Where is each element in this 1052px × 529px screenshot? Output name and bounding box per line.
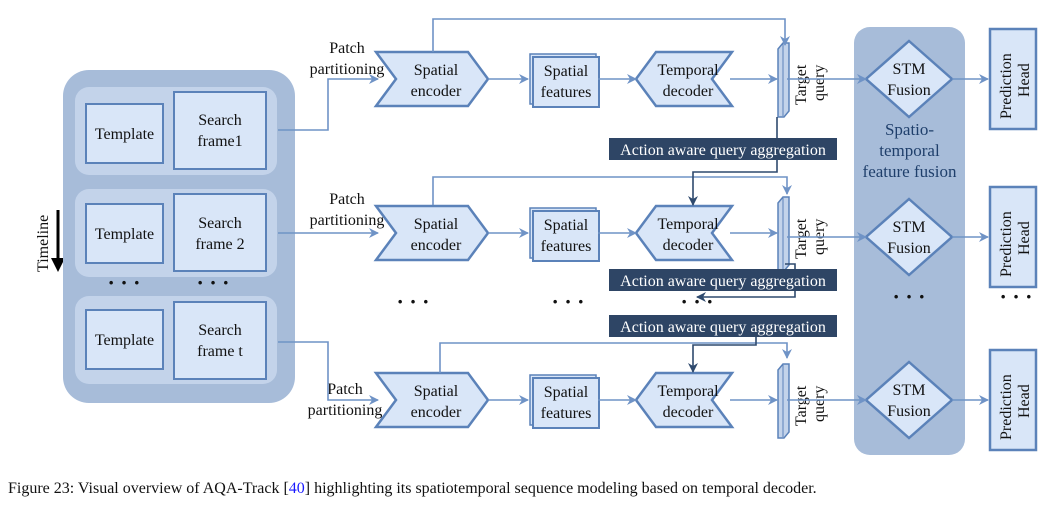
template-label-3: Template (95, 332, 154, 349)
search-frame-label-1b: frame1 (197, 133, 242, 150)
prediction-head-label-2b: Head (1016, 221, 1033, 255)
stm-fusion-label-2: STM (893, 219, 926, 236)
stm-fusion-label-1: STM (893, 61, 926, 78)
caption-suffix: ] highlighting its spatiotemporal sequen… (304, 480, 817, 497)
fusion-group-label-2: temporal (879, 141, 940, 160)
ellipsis-templates: · · · (107, 270, 140, 295)
spatial-encoder-3 (373, 371, 490, 429)
input-frames-panel: Template Search frame1 Template Search f… (63, 70, 295, 403)
template-box-1 (85, 103, 164, 164)
target-query-label-3b: query (811, 386, 828, 422)
ellipsis-encoder: · · · (396, 289, 429, 314)
aggregation-label-1: Action aware query aggregation (609, 138, 837, 160)
row-1-connectors (278, 18, 989, 131)
temporal-decoder-label-2: Temporal (657, 216, 719, 233)
spatial-encoder-label-3b: encoder (411, 404, 462, 421)
svg-text:Action aware query aggregation: Action aware query aggregation (620, 273, 826, 290)
target-query-label-2: Target (793, 218, 810, 259)
svg-text:Action aware query aggregation: Action aware query aggregation (620, 142, 826, 159)
prediction-head-label-1b: Head (1016, 63, 1033, 97)
ellipsis-search: · · · (196, 270, 229, 295)
search-frame-label-3b: frame t (197, 343, 243, 360)
timeline: Timeline (35, 210, 65, 272)
patch-partitioning-label-3: Patch (327, 381, 363, 398)
ellipsis-heads: · · · (999, 284, 1032, 309)
temporal-decoder-label-2b: decoder (663, 237, 714, 254)
ellipsis-fusion: · · · (892, 284, 925, 309)
timeline-label: Timeline (35, 215, 52, 272)
prediction-head-1 (988, 27, 1038, 131)
spatial-features-label-2: Spatial (544, 217, 589, 234)
spatial-encoder-label-3: Spatial (414, 383, 459, 400)
stm-fusion-label-3b: Fusion (887, 403, 931, 420)
spatial-encoder-label-2: Spatial (414, 216, 459, 233)
target-query-label-1: Target (793, 64, 810, 105)
ellipsis-decoder: · · · (680, 289, 713, 314)
target-query-label-3: Target (793, 385, 810, 426)
spatial-features-2 (532, 210, 600, 262)
spatial-encoder-label-2b: encoder (411, 237, 462, 254)
spatial-encoder-label-1b: encoder (411, 83, 462, 100)
search-frame-label-2a: Search (198, 215, 242, 232)
prediction-head-label-3b: Head (1016, 384, 1033, 418)
stm-fusion-1 (864, 39, 954, 119)
spatial-features-label-3b: features (541, 405, 592, 422)
spatial-features-label-3: Spatial (544, 384, 589, 401)
aggregation-label-2: Action aware query aggregation (609, 269, 837, 291)
search-frame-label-1a: Search (198, 112, 242, 129)
target-query-label-1b: query (811, 65, 828, 101)
patch-partitioning-label-3b: partitioning (308, 402, 383, 419)
spatial-encoder-1 (373, 50, 490, 108)
spatial-encoder-2 (373, 204, 490, 262)
stm-fusion-label-1b: Fusion (887, 82, 931, 99)
svg-text:Action aware query aggregation: Action aware query aggregation (620, 319, 826, 336)
template-box-3 (85, 309, 164, 370)
template-label-2: Template (95, 226, 154, 243)
prediction-head-3 (988, 348, 1038, 452)
patch-partitioning-label-2b: partitioning (310, 212, 385, 229)
patch-partitioning-label-2: Patch (329, 191, 365, 208)
search-frame-label-2b: frame 2 (195, 236, 244, 253)
spatial-features-label-1: Spatial (544, 63, 589, 80)
temporal-decoder-label-3b: decoder (663, 404, 714, 421)
row-2-connectors (278, 176, 989, 242)
temporal-decoder-label-1: Temporal (657, 62, 719, 79)
patch-partitioning-label-1: Patch (329, 40, 365, 57)
spatial-features-3 (532, 377, 600, 429)
search-frame-box-3 (173, 301, 267, 380)
aggregation-label-3: Action aware query aggregation (609, 315, 837, 337)
prediction-head-2 (988, 185, 1038, 289)
template-label-1: Template (95, 126, 154, 143)
spatial-features-label-1b: features (541, 84, 592, 101)
patch-partitioning-label-1b: partitioning (310, 61, 385, 78)
fusion-group-label-1: Spatio- (885, 120, 934, 139)
prediction-head-label-2: Prediction (998, 211, 1015, 277)
caption-prefix: Figure 23: Visual overview of AQA-Track … (8, 480, 289, 497)
ellipsis-features: · · · (551, 289, 584, 314)
spatial-features-label-2b: features (541, 238, 592, 255)
search-frame-box-1 (173, 91, 267, 170)
stm-fusion-3 (864, 360, 954, 440)
prediction-head-label-3: Prediction (998, 374, 1015, 440)
temporal-decoder-label-1b: decoder (663, 83, 714, 100)
template-box-2 (85, 203, 164, 264)
aqa-track-diagram: Timeline Template Search frame1 Template… (35, 18, 1038, 455)
spatial-features-1 (532, 56, 600, 108)
search-frame-box-2 (173, 193, 267, 272)
caption-reference-link[interactable]: 40 (288, 480, 305, 497)
temporal-decoder-label-3: Temporal (657, 383, 719, 400)
row-3-connectors (278, 341, 989, 405)
stm-fusion-2 (864, 197, 954, 277)
fusion-group-label-3: feature fusion (863, 162, 957, 181)
stm-fusion-label-2b: Fusion (887, 240, 931, 257)
prediction-head-label-1: Prediction (998, 53, 1015, 119)
spatial-encoder-label-1: Spatial (414, 62, 459, 79)
search-frame-label-3a: Search (198, 322, 242, 339)
timeline-arrowhead-icon (51, 258, 65, 272)
figure-caption: Figure 23: Visual overview of AQA-Track … (8, 478, 1044, 500)
stm-fusion-label-3: STM (893, 382, 926, 399)
